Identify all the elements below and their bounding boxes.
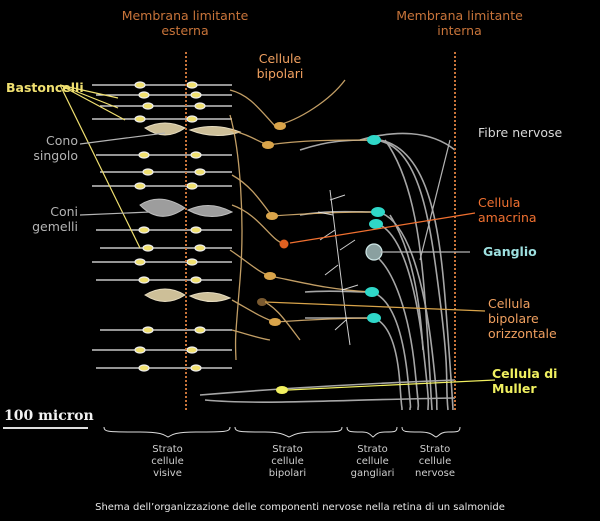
rod-nucleus	[142, 168, 154, 176]
bipolar-cells-line2: bipolari	[256, 66, 304, 81]
rod-nucleus	[138, 91, 150, 99]
rod-nucleus	[186, 258, 198, 266]
muller-line2: Muller	[492, 381, 537, 396]
rod-nucleus	[190, 364, 202, 372]
label-ganglion: Ganglio	[483, 244, 537, 259]
leader-lines	[59, 84, 496, 391]
external-membrane-line1: Membrana limitante	[121, 8, 249, 23]
external-membrane-line2: esterna	[161, 23, 209, 38]
rod-nucleus	[134, 346, 146, 354]
rod-nucleus	[134, 258, 146, 266]
rod-nucleus	[134, 115, 146, 123]
rod-nucleus	[194, 244, 206, 252]
layer-nerve-line3: nervose	[415, 468, 455, 479]
amacrine-line1: Cellula	[478, 195, 521, 210]
single-cone-line1: Cono	[46, 133, 78, 148]
rod-nucleus	[190, 276, 202, 284]
rod-nucleus	[138, 226, 150, 234]
horizontal-bipolar-line3: orizzontale	[488, 326, 557, 341]
single-cone-line2: singolo	[33, 148, 78, 163]
nerve-fibers	[199, 132, 456, 411]
internal-membrane-line2: interna	[437, 23, 482, 38]
bipolar-wiring	[229, 79, 377, 361]
rod-nucleus	[142, 102, 154, 110]
rod-nucleus	[138, 276, 150, 284]
layer-visual-line3: visive	[153, 468, 182, 479]
layer-visual-line1: Strato	[152, 444, 183, 455]
figure-caption: Shema dell’organizzazione delle componen…	[95, 502, 505, 513]
horizontal-bipolar-line2: bipolare	[488, 311, 539, 326]
rod-nucleus	[142, 244, 154, 252]
rod-nucleus	[186, 115, 198, 123]
muller-line1: Cellula di	[492, 366, 558, 381]
bipolar-cells-line1: Cellule	[258, 51, 302, 66]
label-amacrine-cell: Cellula amacrina	[478, 195, 537, 225]
rod-nucleus	[138, 151, 150, 159]
rod-nucleus	[190, 91, 202, 99]
label-horizontal-bipolar: Cellula bipolare orizzontale	[488, 296, 557, 341]
layer-ganglion-line1: Strato	[357, 444, 388, 455]
layer-bipolar-line2: cellule	[271, 456, 304, 467]
twin-cones-line2: gemelli	[32, 219, 78, 234]
rod-cells	[92, 81, 232, 372]
label-internal-membrane: Membrana limitante interna	[372, 8, 547, 38]
label-bipolar-cells: Cellule bipolari	[245, 51, 315, 81]
rod-nucleus	[186, 182, 198, 190]
label-nerve-fibers: Fibre nervose	[478, 125, 563, 140]
cell-bodies	[257, 122, 385, 394]
rod-nucleus	[190, 226, 202, 234]
layer-bipolar-line1: Strato	[272, 444, 303, 455]
layer-ganglion-line2: cellule	[356, 456, 389, 467]
rod-nucleus	[190, 151, 202, 159]
rod-nucleus	[138, 364, 150, 372]
label-twin-cones: Coni gemelli	[6, 204, 78, 234]
rod-nucleus	[134, 81, 146, 89]
layer-bipolar-line3: bipolari	[268, 468, 307, 479]
scale-bar-label: 100 micron	[4, 408, 94, 424]
label-muller-cell: Cellula di Muller	[492, 366, 557, 396]
layer-nerve-cells: Strato cellule nervose	[400, 444, 470, 480]
rod-nucleus	[186, 346, 198, 354]
rod-nucleus	[134, 182, 146, 190]
rod-nucleus	[194, 102, 206, 110]
twin-cones-line1: Coni	[50, 204, 78, 219]
amacrine-line2: amacrina	[478, 210, 537, 225]
cone-cells	[139, 122, 242, 302]
layer-ganglion-line3: gangliari	[350, 468, 395, 479]
label-single-cone: Cono singolo	[6, 133, 78, 163]
layer-visual-line2: cellule	[151, 456, 184, 467]
layer-nerve-line2: cellule	[418, 456, 452, 467]
label-rods: Bastoncelli	[6, 80, 84, 95]
internal-membrane-line1: Membrana limitante	[396, 8, 523, 23]
layer-visual-cells: Strato cellule visive	[120, 444, 215, 480]
layer-bipolar-cells: Strato cellule bipolari	[245, 444, 330, 480]
rod-nucleus	[186, 81, 198, 89]
amacrine-branches	[317, 189, 359, 346]
horizontal-bipolar-line1: Cellula	[488, 296, 531, 311]
layer-nerve-line1: Strato	[419, 444, 451, 455]
layer-ganglion-cells: Strato cellule gangliari	[340, 444, 405, 480]
label-external-membrane: Membrana limitante esterna	[100, 8, 270, 38]
scale-and-brackets	[3, 426, 461, 438]
rod-nucleus	[142, 326, 154, 334]
rod-nucleus	[194, 326, 206, 334]
rod-nucleus	[194, 168, 206, 176]
